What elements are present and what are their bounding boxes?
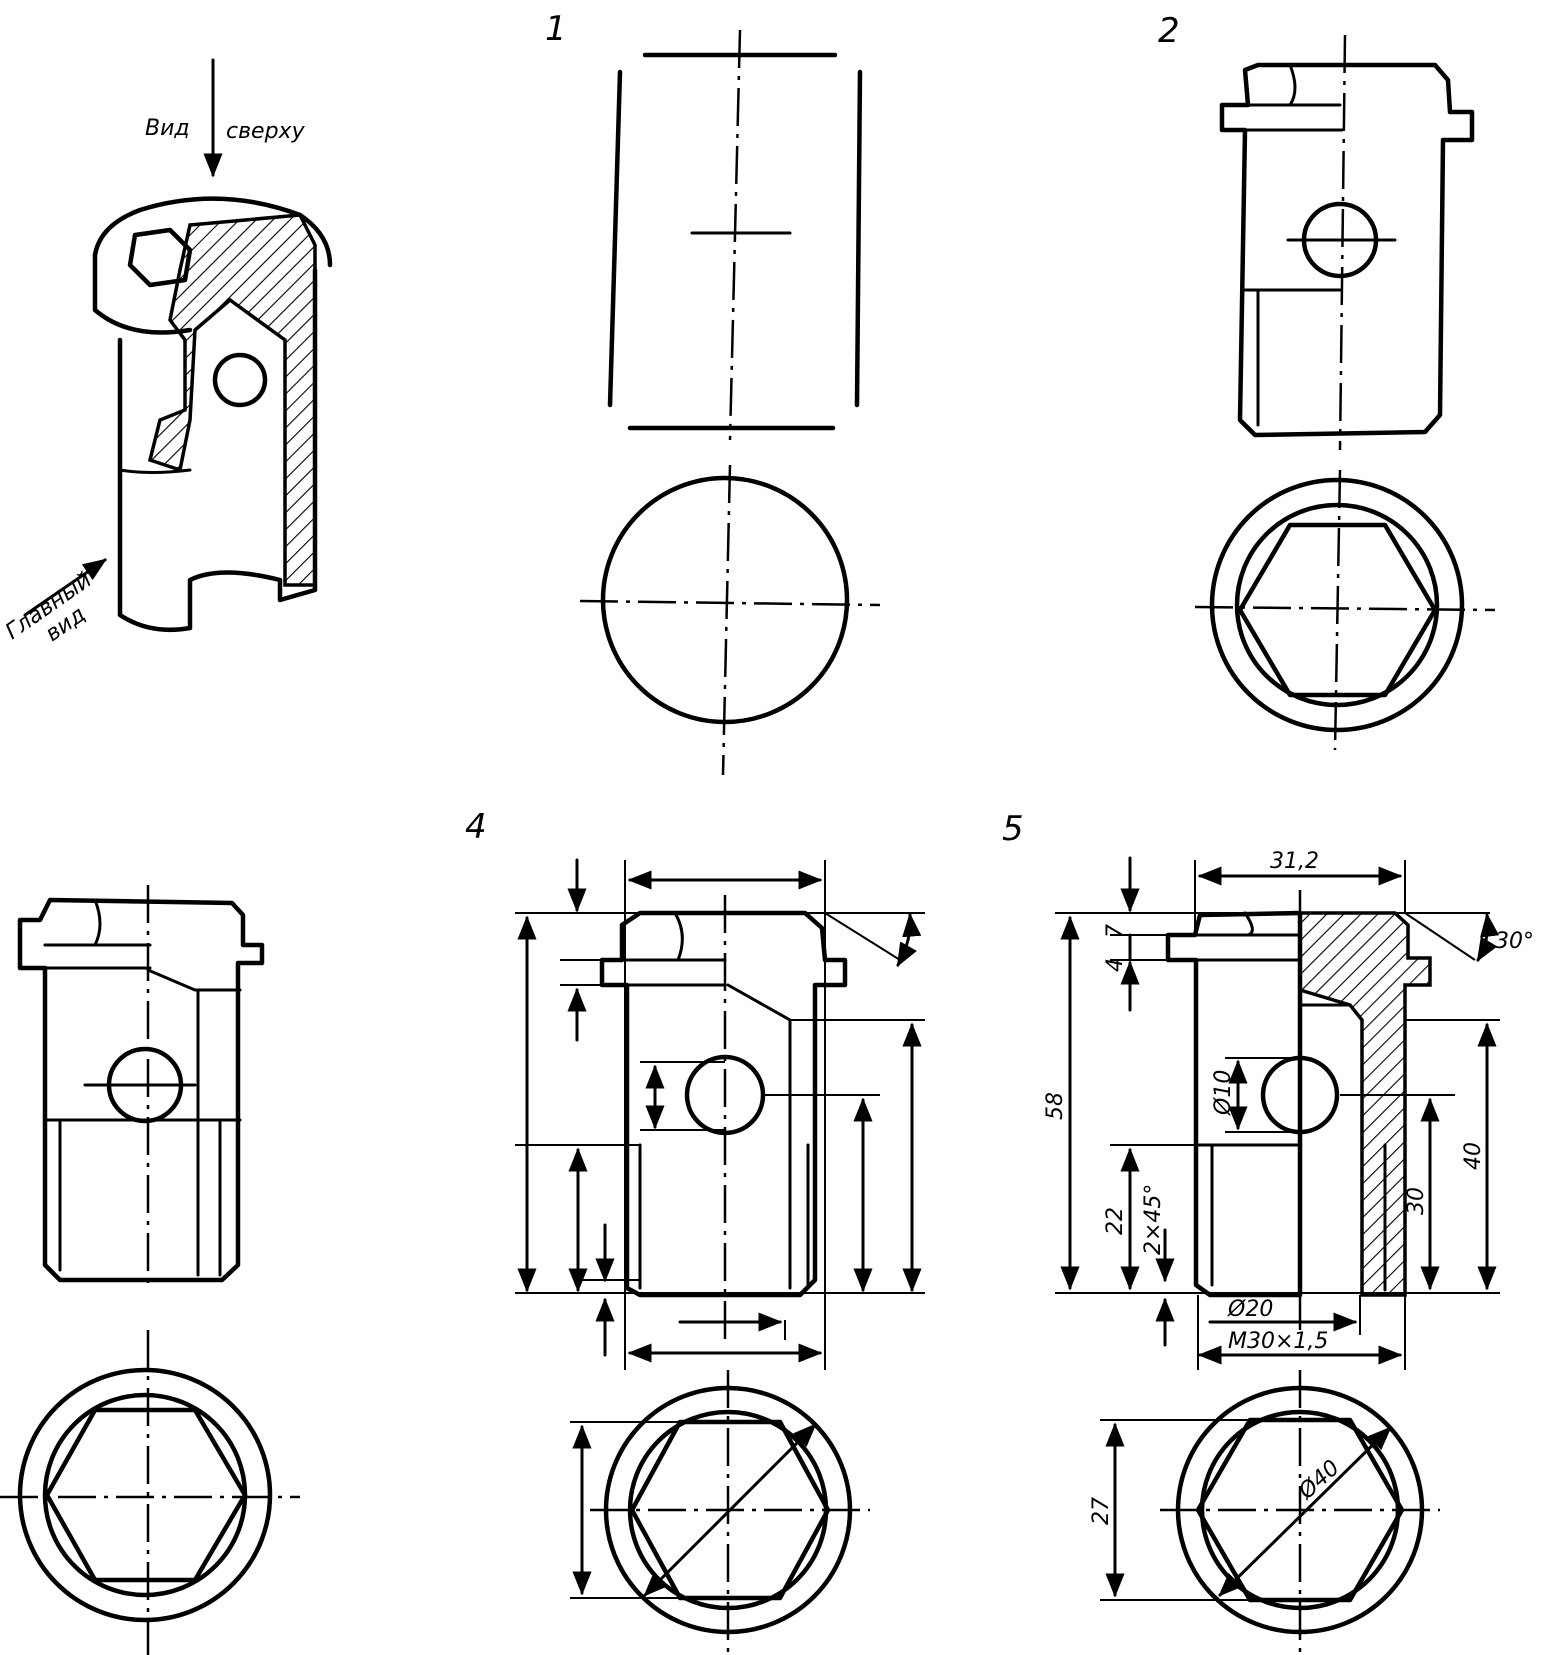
- top-view-label-2: сверху: [226, 119, 306, 144]
- step-1-label: 1: [545, 9, 567, 49]
- step-3-hex: [44, 1407, 248, 1583]
- iso-body-outline: [117, 267, 318, 633]
- dim-chamfer: 2×45°: [1141, 1184, 1166, 1255]
- step-4-hole: [684, 1054, 766, 1136]
- dim-width-top: 31,2: [1270, 849, 1319, 874]
- step-1: 1: [545, 9, 881, 776]
- step-1-axis: [728, 29, 742, 441]
- dim-hex-across-flats: 27: [1089, 1497, 1114, 1525]
- iso-section-hatch: [147, 213, 317, 587]
- step-2: 2: [1158, 11, 1496, 751]
- step-3: [0, 885, 300, 1655]
- iso-side-hole: [212, 352, 268, 408]
- dim-height-40: 40: [1461, 1142, 1486, 1170]
- dim-height-7: 7: [1103, 924, 1128, 938]
- iso-top-rim: [92, 196, 333, 268]
- step-3-collar-circle: [17, 1367, 273, 1623]
- isometric-view: Вид сверху Главный вид: [1, 58, 333, 647]
- step-2-outline: [1219, 62, 1475, 438]
- step-5: 5 31,2 7 4 30° 58: [1002, 809, 1534, 1655]
- dim-thread: M30×1,5: [1228, 1329, 1328, 1354]
- main-view-arrow: [23, 558, 107, 617]
- step-4-outline: [599, 910, 848, 1298]
- step-5-label: 5: [1002, 809, 1024, 849]
- dim-total-height: 58: [1043, 1092, 1068, 1120]
- iso-collar: [92, 252, 193, 335]
- iso-thread-line: [118, 468, 192, 474]
- step-2-label: 2: [1158, 11, 1180, 51]
- dim-angle: 30°: [1495, 929, 1534, 954]
- top-view-label-1: Вид: [145, 116, 190, 141]
- step-4: 4: [465, 807, 925, 1655]
- step-5-section-hatch: [1298, 911, 1432, 1297]
- dim-height-22: 22: [1103, 1207, 1128, 1235]
- dim-height-4: 4: [1103, 958, 1128, 972]
- dim-inner-dia: Ø20: [1227, 1297, 1273, 1322]
- step-2-collar-circle: [1209, 477, 1465, 733]
- step-3-outline: [17, 897, 265, 1283]
- step-2-axis: [1338, 34, 1347, 451]
- dim-hole-dia: Ø10: [1211, 1070, 1236, 1116]
- step-4-label: 4: [465, 807, 487, 847]
- dim-height-30: 30: [1404, 1187, 1429, 1215]
- step-5-view-half: [1165, 910, 1303, 1298]
